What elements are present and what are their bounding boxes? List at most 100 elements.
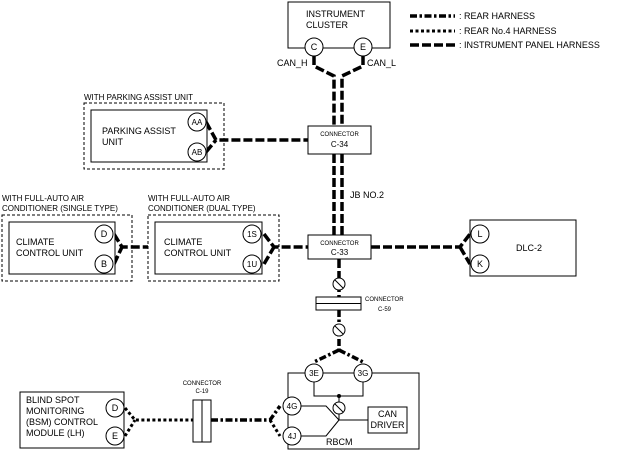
single-group-label-2: CONDITIONER (SINGLE TYPE): [2, 204, 118, 213]
rbcm-pin-4g: [282, 396, 302, 416]
c33-label-1: CONNECTOR: [320, 241, 359, 247]
parking-label-1: PARKING ASSIST: [102, 126, 176, 136]
bsm-label-2: MONITORING: [26, 406, 84, 416]
legend-rear4-label: : REAR No.4 HARNESS: [459, 26, 557, 36]
cluster-label-2: CLUSTER: [306, 20, 349, 30]
cluster-pin-c-label: C: [311, 42, 318, 52]
wire-dual-1u: [262, 246, 276, 265]
wire-single-d: [112, 233, 148, 249]
parking-pin-aa-label: AA: [192, 118, 203, 127]
bsm-module: BLIND SPOT MONITORING (BSM) CONTROL MODU…: [19, 391, 125, 449]
dual-pin-1u: [242, 254, 262, 274]
c33-label-2: C-33: [331, 248, 349, 257]
dlc-pin-k-label: K: [477, 259, 483, 269]
connector-c59: CONNECTOR C-59: [315, 296, 404, 313]
rbcm-pin-3g: [353, 363, 373, 383]
bsm-label-1: BLIND SPOT: [26, 395, 80, 405]
wire-bsm-e: [123, 419, 137, 437]
dlc-pin-l: [470, 224, 490, 244]
wire-can-h-cluster: [312, 56, 336, 126]
parking-pin-ab-label: AB: [192, 148, 203, 157]
rbcm-junction: [337, 394, 341, 398]
rbcm-pin-3e-label: 3E: [309, 369, 319, 378]
single-pin-b-label: B: [101, 259, 107, 269]
rbcm-pin-3e: [304, 363, 324, 383]
twisted-pair-marker-mid: [332, 323, 346, 337]
c19-label-1: CONNECTOR: [183, 381, 222, 387]
dual-pin-1u-label: 1U: [247, 260, 257, 269]
wire-c33-dlc: [371, 232, 472, 249]
climate-dual-group: WITH FULL-AUTO AIR CONDITIONER (DUAL TYP…: [147, 194, 280, 282]
bsm-label-4: MODULE (LH): [26, 428, 85, 438]
dlc-label: DLC-2: [516, 243, 542, 253]
dual-group-label-2: CONDITIONER (DUAL TYPE): [148, 204, 256, 213]
connector-c34: CONNECTOR C-34: [307, 125, 372, 155]
single-label-1: CLIMATE: [16, 237, 54, 247]
c19-label-2: C-19: [195, 389, 209, 395]
parking-group-label: WITH PARKING ASSIST UNIT: [84, 93, 193, 102]
wire-rbcm-4j: [268, 419, 282, 437]
parking-label-2: UNIT: [102, 137, 123, 147]
rbcm: RBCM CAN DRIVER 3E 3G 4G 4J: [282, 363, 420, 450]
single-pin-b: [94, 254, 114, 274]
legend-rear-label: : REAR HARNESS: [459, 11, 535, 21]
dlc-pin-l-label: L: [477, 229, 482, 239]
can-driver-label-2: DRIVER: [370, 420, 405, 430]
wire-rbcm-3g: [338, 348, 364, 364]
wire-bsm-c19: [123, 407, 193, 422]
wire-can-l-cluster: [340, 56, 365, 126]
dlc-pin-k: [470, 254, 490, 274]
wire-c19-rbcm: [211, 404, 282, 422]
single-group-label-1: WITH FULL-AUTO AIR: [2, 194, 84, 203]
wire-parking-aa: [204, 121, 308, 142]
bsm-pin-e: [105, 426, 125, 446]
wire-parking-ab: [204, 138, 218, 154]
jb-label: JB NO.2: [350, 190, 384, 200]
cluster-label-1: INSTRUMENT: [306, 9, 365, 19]
instrument-cluster: INSTRUMENT CLUSTER C E CAN_H CAN_L: [277, 1, 396, 68]
single-pin-d: [94, 224, 114, 244]
rbcm-label: RBCM: [326, 437, 353, 447]
c34-label-1: CONNECTOR: [320, 132, 359, 138]
can-driver-label-1: CAN: [378, 409, 397, 419]
single-pin-d-label: D: [101, 229, 108, 239]
parking-pin-ab: [187, 142, 207, 162]
wire-rbcm-3e: [313, 348, 340, 364]
climate-single-group: WITH FULL-AUTO AIR CONDITIONER (SINGLE T…: [1, 194, 133, 282]
connector-c19: CONNECTOR C-19: [183, 381, 222, 443]
parking-pin-aa: [187, 112, 207, 132]
rbcm-pin-4j-label: 4J: [288, 432, 296, 441]
bsm-pin-d-label: D: [112, 403, 119, 413]
cluster-pin-e-label: E: [360, 42, 366, 52]
legend-ip-label: : INSTRUMENT PANEL HARNESS: [459, 40, 600, 50]
wire-dlc-k: [458, 246, 472, 265]
dual-pin-1s-label: 1S: [247, 230, 257, 239]
c59-label-1: CONNECTOR: [365, 297, 404, 303]
c59-label-2: C-59: [378, 307, 392, 313]
bsm-pin-d: [105, 398, 125, 418]
can-l-label: CAN_L: [367, 58, 396, 68]
cluster-pin-e: [353, 37, 373, 57]
can-driver-box: [367, 406, 408, 434]
bsm-pin-e-label: E: [112, 431, 118, 441]
twisted-pair-marker-top: [332, 277, 346, 291]
rbcm-pin-4g-label: 4G: [287, 402, 298, 411]
rbcm-pin-3g-label: 3G: [358, 369, 369, 378]
dual-group-label-1: WITH FULL-AUTO AIR: [148, 194, 230, 203]
dual-label-1: CLIMATE: [164, 237, 202, 247]
dual-label-2: CONTROL UNIT: [164, 248, 232, 258]
connector-c33: CONNECTOR C-33: [307, 234, 372, 260]
twisted-pair-marker-rbcm: [332, 401, 346, 415]
single-label-2: CONTROL UNIT: [16, 248, 84, 258]
bsm-label-3: (BSM) CONTROL: [26, 417, 98, 427]
legend: : REAR HARNESS : REAR No.4 HARNESS : INS…: [410, 11, 600, 50]
rbcm-pin-4j: [282, 426, 302, 446]
parking-assist-group: WITH PARKING ASSIST UNIT PARKING ASSIST …: [83, 93, 225, 170]
wire-dual-1s: [262, 232, 308, 249]
cluster-pin-c: [304, 37, 324, 57]
dlc-2: DLC-2 L K: [469, 219, 577, 277]
c34-label-2: C-34: [331, 140, 349, 149]
can-h-label: CAN_H: [277, 58, 308, 68]
dual-pin-1s: [242, 224, 262, 244]
